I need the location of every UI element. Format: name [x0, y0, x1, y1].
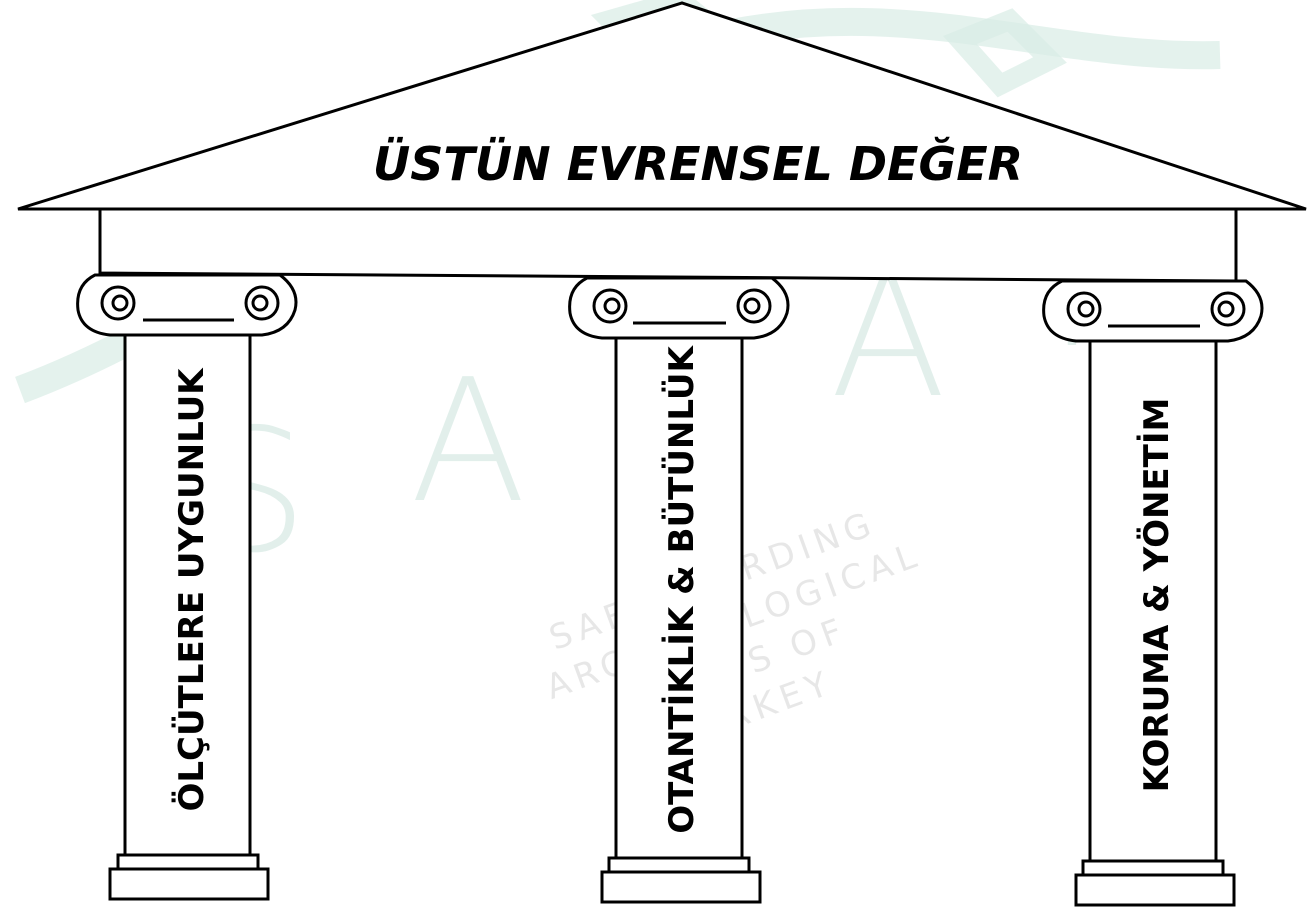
volute-left	[592, 288, 628, 324]
volute-right	[244, 285, 280, 321]
volute-left-inner	[1077, 300, 1095, 318]
pillar-shaft	[614, 323, 744, 862]
pillar-base-top	[607, 856, 751, 874]
volute-right-inner	[1217, 300, 1235, 318]
pillar-base	[108, 867, 270, 901]
pillar-label: KORUMA & YÖNETİM	[1136, 398, 1177, 793]
watermark-letter: A	[410, 343, 526, 541]
roof-title: ÜSTÜN EVRENSEL DEĞER	[373, 137, 1023, 191]
watermark-diamond	[943, 8, 1067, 98]
volute-left-inner	[111, 294, 129, 312]
volute-left-inner	[603, 297, 621, 315]
pillar-label: OTANTİKLİK & BÜTÜNLÜK	[661, 345, 702, 834]
pillar-capital	[76, 273, 298, 337]
volute-right-inner	[743, 297, 761, 315]
pillar: OTANTİKLİK & BÜTÜNLÜK	[568, 276, 790, 904]
pillar-base	[600, 870, 762, 904]
volute-left	[1066, 291, 1102, 327]
volute-right-inner	[251, 294, 269, 312]
pillar-base-top	[116, 853, 260, 871]
pillar-shaft	[123, 318, 252, 862]
volute-right	[736, 288, 772, 324]
pillar-label: ÖLÇÜTLERE UYGUNLUK	[171, 367, 212, 812]
pillar-capital	[1042, 279, 1264, 343]
pillar-base	[1074, 873, 1236, 907]
pillar: ÖLÇÜTLERE UYGUNLUK	[76, 273, 298, 901]
pediment: ÜSTÜN EVRENSEL DEĞER	[17, 1, 1307, 283]
pillar: KORUMA & YÖNETİM	[1042, 279, 1264, 907]
pillar-base-top	[1081, 859, 1225, 877]
volute-right	[1210, 291, 1246, 327]
volute-left	[100, 285, 136, 321]
entablature-band	[98, 207, 1238, 283]
pillar-capital	[568, 276, 790, 340]
